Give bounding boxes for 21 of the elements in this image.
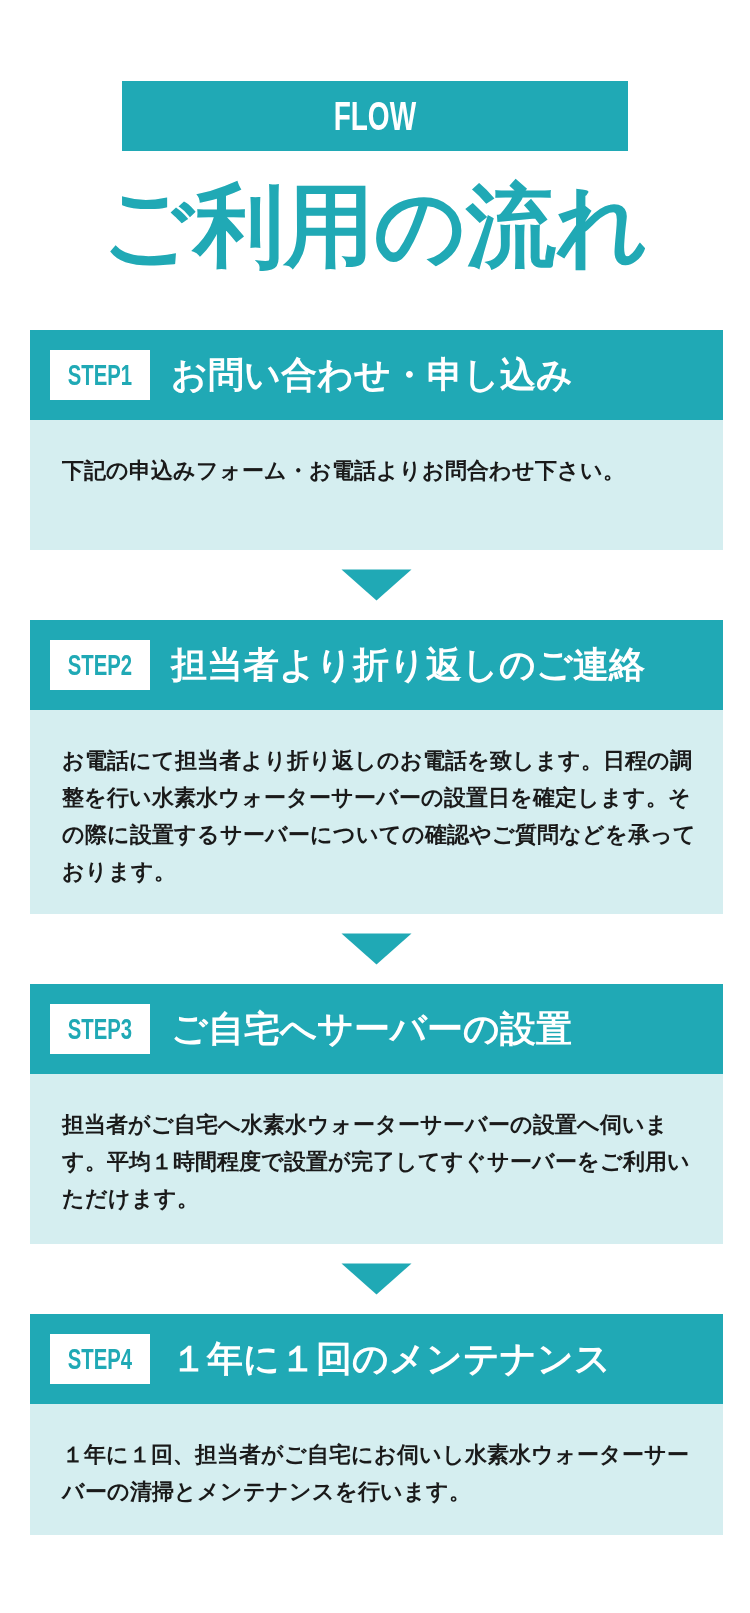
step-description: 下記の申込みフォーム・お電話よりお問合わせ下さい。 <box>62 457 626 485</box>
step-badge: STEP4 <box>50 1334 150 1384</box>
page-title: ご利用の流れ <box>102 181 648 271</box>
step-card <box>30 984 723 1244</box>
step-heading: お問い合わせ・申し込み <box>171 357 573 393</box>
step-heading: １年に１回のメンテナンス <box>171 1341 611 1377</box>
step-badge: STEP1 <box>50 350 150 400</box>
step-description: 担当者がご自宅へ水素水ウォーターサーバーの設置へ伺います。平均１時間程度で設置が完了してすぐサーバーをご利用いただけます。 <box>62 1111 691 1213</box>
step-heading: ご自宅へサーバーの設置 <box>171 1011 572 1047</box>
flow-arrow <box>341 1263 412 1295</box>
step-heading: 担当者より折り返しのご連絡 <box>171 647 645 683</box>
flow-arrow <box>341 933 412 965</box>
flow-arrow <box>341 569 412 601</box>
step-badge: STEP2 <box>50 640 150 690</box>
step-card <box>30 620 723 914</box>
step-description: １年に１回、担当者がご自宅にお伺いし水素水ウォーターサーバーの清掃とメンテナンスを行います。 <box>62 1441 690 1506</box>
heading-band: FLOW <box>122 81 628 151</box>
step-description: お電話にて担当者より折り返しのお電話を致します。日程の調整を行い水素水ウォーターサーバーの設置日を確定します。その際に設置するサーバーについての確認やご質問などを承っております。 <box>62 747 697 886</box>
step-card <box>30 330 723 550</box>
step-card <box>30 1314 723 1535</box>
step-badge: STEP3 <box>50 1004 150 1054</box>
